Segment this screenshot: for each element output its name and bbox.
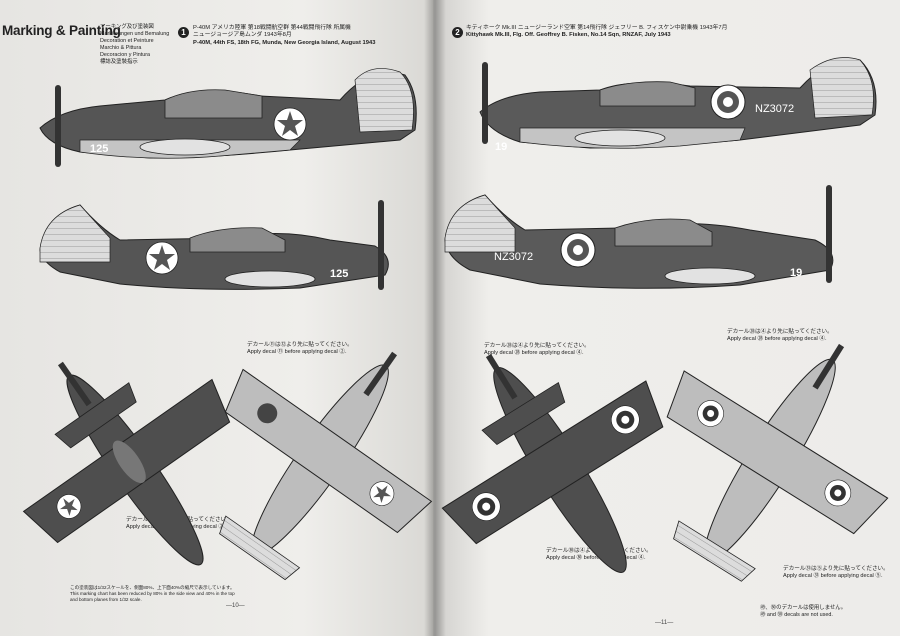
scheme-1-title-en: P-40M, 44th FS, 18th FG, Munda, New Geor… bbox=[193, 39, 376, 46]
serial-side-1: NZ3072 bbox=[755, 103, 794, 115]
scheme-1-heading: P-40M アメリカ陸軍 第18戦闘航空群 第44戦闘飛行隊 所属機 ニュージョ… bbox=[193, 25, 375, 47]
scale-footnote: この塗装図は1/32スケールを、側面80%、上下面40%の縮尺で表示しています。… bbox=[70, 585, 235, 602]
p40m-right-side-view: 125 bbox=[39, 200, 389, 290]
scheme-2-badge: 2 bbox=[452, 27, 463, 38]
scheme-2-heading: キティホーク Mk.III ニュージーランド空軍 第14飛行隊 ジェフリー B.… bbox=[466, 25, 727, 40]
book-gutter bbox=[424, 0, 446, 636]
lang-fr: Decoration et Peinture bbox=[100, 38, 154, 44]
page-number-left: —10— bbox=[226, 603, 245, 609]
scheme-1-badge: 1 bbox=[178, 27, 189, 38]
scheme-1-title-jp: P-40M アメリカ陸軍 第18戦闘航空群 第44戦闘飛行隊 所属機 bbox=[193, 25, 351, 31]
kittyhawk-right-side-view: NZ3072 19 bbox=[444, 185, 834, 289]
scheme-1-location-jp: ニュージョージア島ムンダ 1943年8月 bbox=[193, 32, 292, 39]
lang-cn: 標誌及塗裝指示 bbox=[100, 59, 138, 65]
right-callout-tr: デカール㉘は④より先に貼ってください。 Apply decal ㉘ before… bbox=[727, 329, 833, 342]
page-title: Marking & Painting bbox=[2, 23, 121, 38]
kittyhawk-left-side-view: NZ3072 19 bbox=[479, 57, 877, 153]
p40m-left-side-view: 125 bbox=[39, 68, 417, 167]
aircraft-code-side-2: 125 bbox=[330, 268, 348, 280]
scheme-2-title-en: Kittyhawk Mk.III, Flg. Off. Geoffrey B. … bbox=[466, 32, 671, 39]
left-callout-top: デカール⑪は⑫より先に貼ってください。 Apply decal ⑪ before… bbox=[247, 342, 353, 355]
lang-de: Markierungen und Bemalung bbox=[100, 31, 170, 37]
code-side-2: 19 bbox=[790, 267, 802, 279]
right-callout-br: デカール㉛は⑤より先に貼ってください。 Apply decal ㉛ before… bbox=[783, 566, 889, 579]
p40m-top-view bbox=[22, 361, 231, 566]
title-translations: マーキング及び塗装図 Markierungen und Bemalung Dec… bbox=[100, 24, 190, 66]
kittyhawk-bottom-view bbox=[666, 343, 889, 582]
code-side-1: 19 bbox=[495, 141, 507, 153]
kittyhawk-top-view bbox=[441, 353, 664, 573]
lang-it: Marchio & Pittura bbox=[100, 45, 142, 51]
unused-decals-note: ㊾、㊿のデカールは使用しません。 ㊾ and ㊿ decals are not … bbox=[760, 605, 847, 618]
lang-jp: マーキング及び塗装図 bbox=[100, 24, 154, 30]
lang-es: Decoracion y Pintura bbox=[100, 52, 151, 58]
page-number-right: —11— bbox=[655, 620, 674, 626]
p40m-bottom-view bbox=[219, 351, 433, 581]
aircraft-code-side-1: 125 bbox=[90, 143, 108, 155]
serial-side-2: NZ3072 bbox=[494, 251, 533, 263]
right-callout-tl: デカール㉘は④より先に貼ってください。 Apply decal ㉘ before… bbox=[484, 343, 590, 356]
scheme-2-title-jp: キティホーク Mk.III ニュージーランド空軍 第14飛行隊 ジェフリー B.… bbox=[466, 25, 728, 31]
